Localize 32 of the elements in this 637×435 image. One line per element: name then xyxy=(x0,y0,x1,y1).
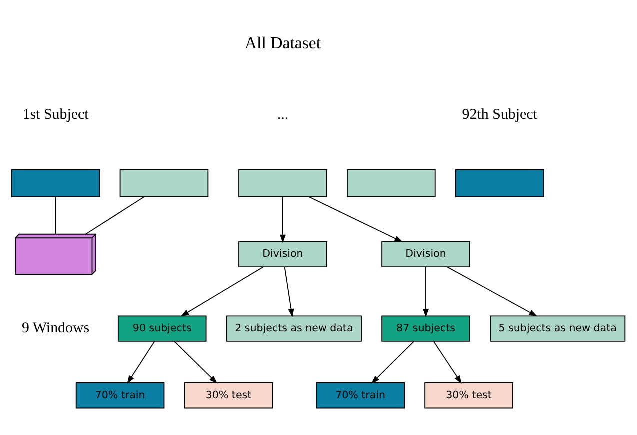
node-box: 30% test xyxy=(184,382,274,408)
arrow xyxy=(433,340,462,384)
node-box xyxy=(120,168,209,197)
arrow xyxy=(423,266,429,318)
node-label: 1st Subject xyxy=(22,106,89,123)
node-box: 70% train xyxy=(76,382,165,408)
node-box xyxy=(11,168,100,197)
node-box: 2 subjects as new data xyxy=(226,315,362,342)
connector xyxy=(55,196,56,234)
arrow xyxy=(174,340,218,384)
node-box: 87 subjects xyxy=(382,315,470,342)
node-box: 5 subjects as new data xyxy=(490,315,626,342)
arrow xyxy=(372,340,414,384)
node-label: ... xyxy=(277,106,289,123)
arrow xyxy=(280,196,286,243)
node-box xyxy=(238,168,328,197)
node-label: 92th Subject xyxy=(462,106,538,123)
arrow xyxy=(284,266,294,318)
node-box: 90 subjects xyxy=(118,315,207,342)
node-box xyxy=(347,168,436,197)
node-box: Division xyxy=(238,240,328,268)
node-label: 9 Windows xyxy=(22,320,90,336)
arrow xyxy=(180,266,264,316)
node-box xyxy=(455,168,544,197)
node-box: Division xyxy=(382,240,470,268)
node-box: 70% train xyxy=(316,382,405,408)
arrow xyxy=(308,196,404,242)
connector xyxy=(86,196,145,234)
label: All Dataset xyxy=(244,33,322,52)
node-box: 30% test xyxy=(424,382,514,408)
arrow xyxy=(127,340,156,384)
arrow xyxy=(447,266,538,316)
